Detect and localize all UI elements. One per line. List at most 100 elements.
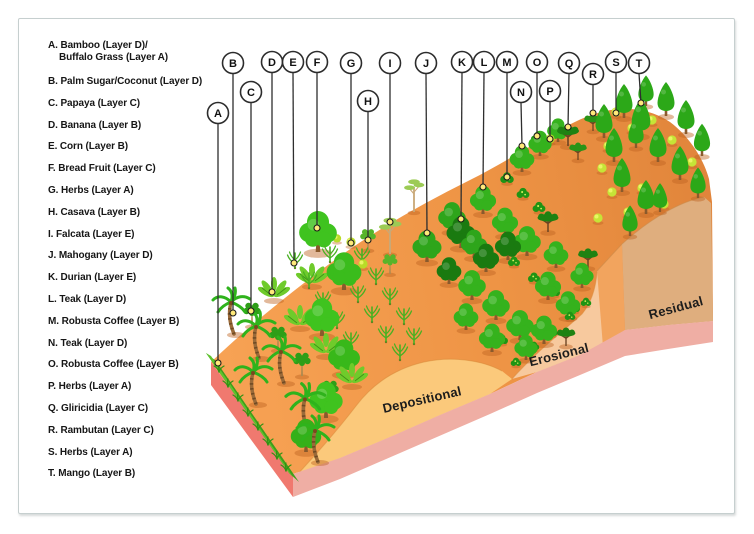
svg-text:Q: Q [565,58,574,70]
legend-item-r: R. Rambutan (Layer C) [48,424,154,436]
marker-endpoint-H [364,236,372,244]
legend-item-l: L. Teak (Layer D) [48,293,127,305]
legend-item-k: K. Durian (Layer E) [48,272,137,284]
marker-line-T [638,73,642,104]
marker-endpoint-Q [564,123,572,131]
marker-badge-S: S [604,50,628,74]
svg-text:G: G [347,58,356,70]
legend-item-g: G. Herbs (Layer A) [48,184,134,196]
svg-text:F: F [314,57,321,69]
marker-endpoint-K [457,215,465,223]
tree-cone-icon [657,82,675,120]
legend-item-j: J. Mahogany (Layer D) [48,250,153,262]
svg-text:E: E [289,57,296,69]
marker-badge-O: O [525,50,549,74]
residual-cliff-sw-face [597,244,625,347]
marker-endpoint-I [386,218,394,226]
marker-badge-F: F [305,50,329,74]
marker-badge-T: T [627,51,651,75]
marker-line-E [292,72,295,264]
marker-letter-circles: A B C D E F G H I J K L M N O P Q R S T [206,50,651,125]
svg-text:D: D [268,57,276,69]
marker-line-N [520,102,523,147]
legend-item-e: E. Corn (Layer B) [48,141,128,153]
marker-endpoint-P [546,135,554,143]
marker-endpoint-S [612,109,620,117]
marker-endpoint-G [347,239,355,247]
svg-text:T: T [636,58,643,70]
marker-badge-C: C [239,80,263,104]
svg-text:K: K [458,57,466,69]
svg-text:O: O [533,57,542,69]
marker-endpoint-O [533,132,541,140]
legend-item-a: A. Bamboo (Layer D)/Buffalo Grass (Layer… [48,40,169,63]
legend-item-b: B. Palm Sugar/Coconut (Layer D) [48,76,203,87]
legend-item-d: D. Banana (Layer B) [48,119,142,131]
legend-item-f: F. Bread Fruit (Layer C) [48,163,156,175]
marker-endpoint-N [518,142,526,150]
svg-text:C: C [247,87,255,99]
svg-text:N: N [517,87,525,99]
marker-line-J [425,73,428,234]
svg-text:P: P [546,86,553,98]
legend-item-s: S. Herbs (Layer A) [48,446,133,458]
svg-text:S: S [612,57,619,69]
svg-text:A: A [214,108,222,120]
depositional-edge-line [295,358,503,477]
marker-badge-J: J [414,51,438,75]
svg-text:H: H [364,96,372,108]
marker-line-Q [567,73,570,128]
legend-item-h: H. Casava (Layer B) [48,206,141,218]
marker-badge-B: B [221,51,245,75]
legend: A. Bamboo (Layer D)/Buffalo Grass (Layer… [48,40,248,490]
legend-item-o: O. Robusta Coffee (Layer B) [48,359,179,371]
residual-cliff-tan-face [622,197,713,330]
legend-item-i: I. Falcata (Layer E) [48,228,135,240]
marker-line-L [482,72,485,188]
base-pink-front-face [293,321,713,497]
svg-text:J: J [423,58,429,70]
legend-item-p: P. Herbs (Layer A) [48,381,132,393]
legend-item-c: C. Papaya (Layer C) [48,97,141,109]
marker-endpoint-F [313,224,321,232]
marker-endpoint-E [290,259,298,267]
svg-text:I: I [388,58,391,70]
marker-endpoint-D [268,288,276,296]
marker-endpoint-C [247,307,255,315]
marker-badge-H: H [356,89,380,113]
marker-badge-A: A [206,101,230,125]
zone-erosional-face [512,268,603,379]
marker-badge-L: L [472,50,496,74]
marker-badge-I: I [378,51,402,75]
marker-endpoint-A [214,359,222,367]
svg-text:B: B [229,58,237,70]
marker-line-K [460,72,463,220]
svg-text:L: L [481,57,488,69]
marker-leader-lines [214,72,645,367]
marker-endpoint-R [589,109,597,117]
marker-endpoint-L [479,183,487,191]
marker-badge-E: E [281,50,305,74]
marker-endpoint-J [423,229,431,237]
legend-item-m: M. Robusta Coffee (Layer B) [48,315,180,327]
svg-text:M: M [502,57,511,69]
marker-badge-R: R [581,62,605,86]
tree-blob-icon [299,211,337,258]
legend-item-t: T. Mango (Layer B) [48,468,136,480]
marker-badge-D: D [260,50,284,74]
legend-item-n: N. Teak (Layer D) [48,337,128,349]
base-pink-left-face [211,362,293,497]
marker-endpoint-B [229,309,237,317]
marker-endpoint-M [503,173,511,181]
marker-badge-G: G [339,51,363,75]
zone-depositional-face [296,359,512,476]
svg-text:R: R [589,69,597,81]
marker-endpoint-T [637,99,645,107]
terrain-block [206,108,713,497]
legend-item-q: Q. Gliricidia (Layer C) [48,402,148,414]
marker-badge-M: M [495,50,519,74]
marker-badge-N: N [509,80,533,104]
marker-badge-Q: Q [557,51,581,75]
marker-badge-P: P [538,79,562,103]
